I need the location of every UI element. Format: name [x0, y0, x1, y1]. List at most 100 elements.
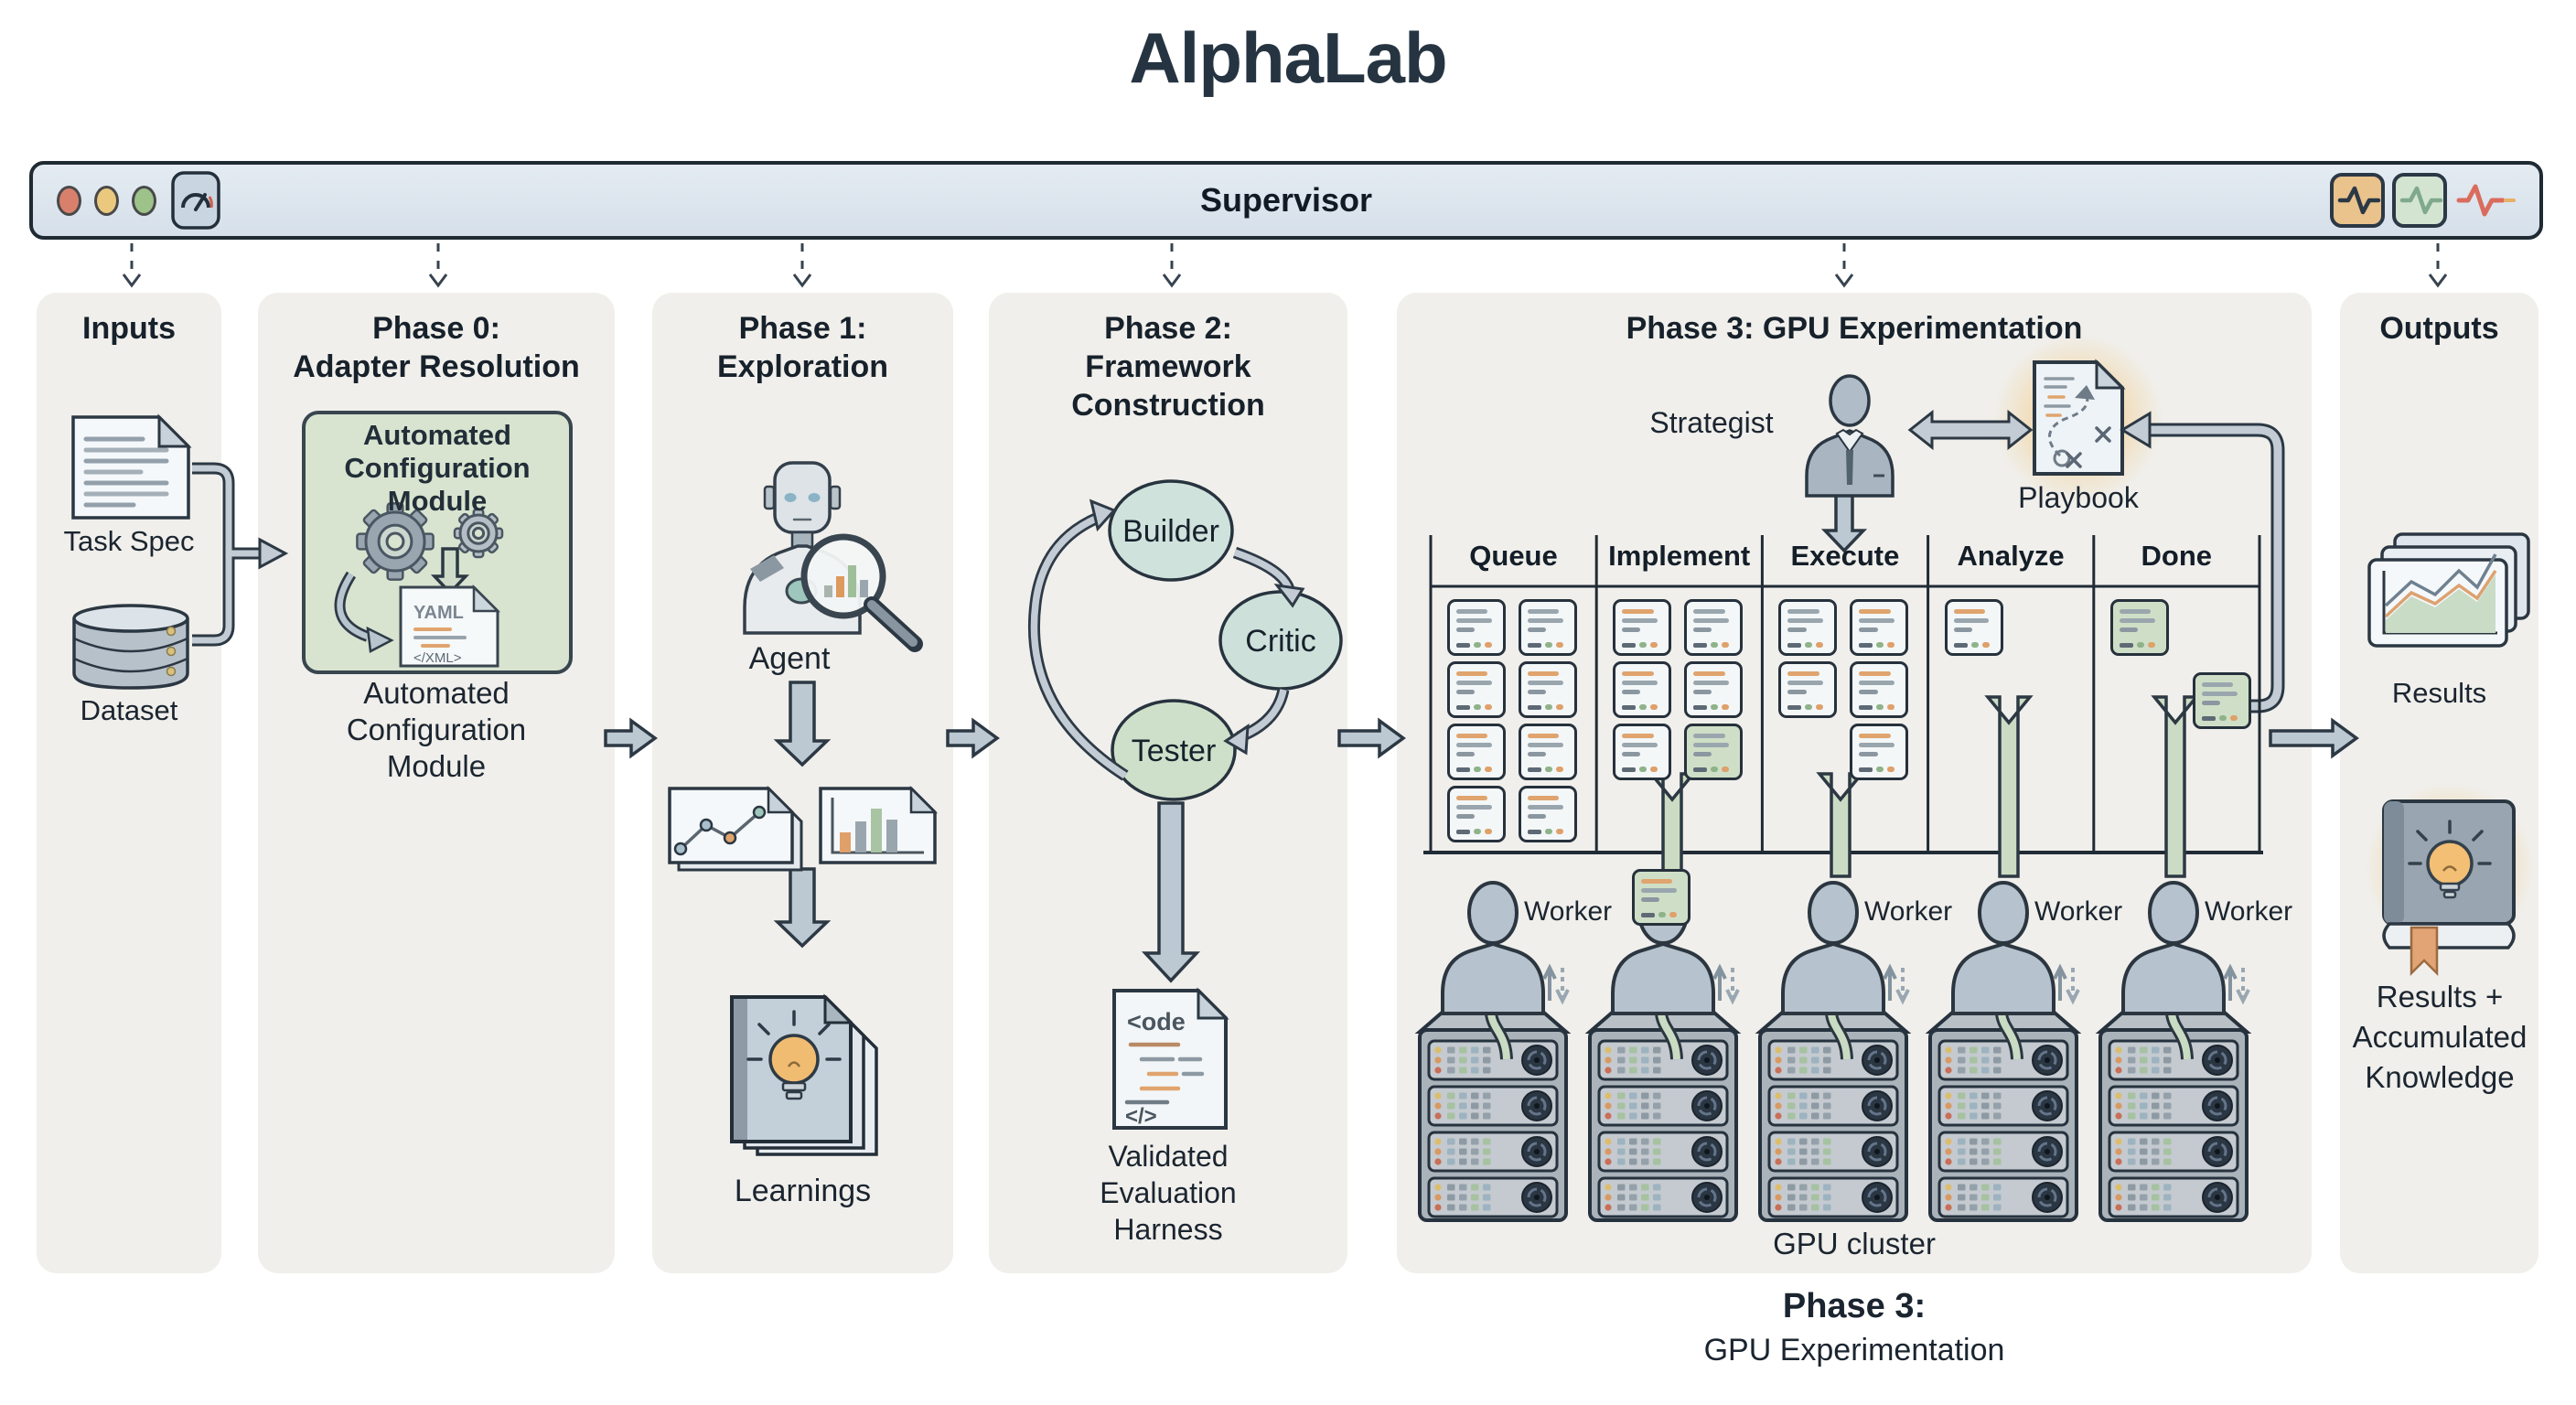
tester-label: Tester [1131, 734, 1217, 768]
lightbulb-icon [746, 1010, 842, 1100]
learnings-label: Learnings [734, 1174, 872, 1208]
worker-icon [2121, 881, 2250, 1060]
kanban-column-header-execute: Execute [1790, 540, 1900, 572]
window-controls [57, 165, 222, 236]
agent-label: Agent [748, 641, 831, 676]
module-box-title: Automated Configuration Module [344, 419, 531, 517]
pulse-green-icon[interactable] [2392, 173, 2447, 228]
kanban-card [1613, 661, 1672, 718]
kanban-up-arrows [1648, 695, 2200, 878]
kanban-card [1613, 599, 1672, 656]
phase3-title: Phase 3: GPU Experimentation [1626, 311, 2083, 346]
code-footer-text: </> [1125, 1104, 1157, 1129]
code-document-icon: <ode </> [1112, 987, 1229, 1130]
worker-label: Worker [2205, 896, 2293, 927]
zoom-window-button[interactable] [132, 185, 156, 216]
kanban-card [1850, 599, 1909, 656]
worker-label: Worker [1864, 896, 1953, 927]
lightbulb-icon [2408, 820, 2492, 899]
kanban-column-header-queue: Queue [1469, 540, 1558, 572]
kanban-column-header-analyze: Analyze [1957, 540, 2065, 572]
supervisor-bar: Supervisor [29, 161, 2543, 240]
knowledge-book-icon [2382, 799, 2516, 977]
kanban-card [1519, 599, 1577, 656]
phase1-title: Phase 1: Exploration [716, 311, 889, 384]
gauge-icon[interactable] [169, 170, 222, 231]
kanban-card [1850, 661, 1909, 718]
outputs-title: Outputs [2379, 311, 2499, 346]
gpu-cluster-label: GPU cluster [1773, 1227, 1936, 1260]
phase3-caption-title: Phase 3: [1782, 1287, 1927, 1325]
kanban-card [1850, 724, 1909, 780]
kanban-card [1778, 661, 1838, 718]
phase2-caption: Validated Evaluation Harness [1100, 1140, 1237, 1246]
kanban-card [1519, 661, 1577, 718]
gpu-cluster-towers [1414, 1006, 2252, 1222]
minimize-window-button[interactable] [94, 185, 119, 216]
yaml-document-icon: YAML </XML> [399, 584, 501, 668]
worker-label: Worker [2034, 896, 2123, 927]
flow-arrows [430, 490, 2359, 983]
xml-footer-text: </XML> [413, 650, 462, 666]
phase2-title: Phase 2: Framework Construction [1071, 311, 1265, 423]
playbook-label: Playbook [2018, 481, 2139, 514]
critic-label: Critic [1245, 624, 1316, 659]
kanban-card [1447, 661, 1506, 718]
results-label: Results [2391, 677, 2487, 709]
tester-node [1111, 699, 1237, 801]
kanban-card [1447, 786, 1506, 842]
kanban-card [1684, 599, 1744, 656]
worker-icon [1951, 881, 2080, 1060]
builder-label: Builder [1122, 514, 1219, 549]
workers [1441, 881, 2250, 1060]
curved-arrow-icon [334, 571, 394, 653]
yaml-header-text: YAML [413, 603, 464, 623]
kanban-card [1613, 724, 1672, 780]
worker-label: Worker [1524, 896, 1613, 927]
pulse-red-icon[interactable] [2456, 184, 2516, 217]
kanban-column-header-implement: Implement [1608, 540, 1751, 572]
kanban-card [1778, 599, 1838, 656]
supervisor-label: Supervisor [1199, 181, 1373, 219]
worker-icon [1441, 881, 1570, 1060]
supervisor-connectors [122, 243, 2448, 288]
dataset-database-icon [72, 604, 189, 690]
monitor-icons [2329, 165, 2523, 236]
gears-icon [356, 502, 504, 581]
kanban-card [1519, 786, 1577, 842]
inputs-merge-arrow [192, 462, 289, 647]
playbook-feedback-arrow [2120, 411, 2285, 713]
worker-carried-card [1632, 869, 1690, 926]
strategist-playbook-double-arrow [1907, 409, 2034, 451]
page-title: AlphaLab [1129, 17, 1447, 98]
knowledge-label: Results + Accumulated Knowledge [2352, 980, 2528, 1094]
strategist-label: Strategist [1649, 406, 1774, 439]
task-spec-document-icon [71, 413, 192, 520]
kanban-column-header-done: Done [2141, 540, 2213, 572]
code-header-text: <ode [1127, 1008, 1186, 1035]
bar-chart-document-icon [819, 785, 939, 864]
builder-critic-tester-cycle [1027, 479, 1343, 801]
results-charts-icon [2367, 532, 2530, 648]
kanban-card [2192, 672, 2251, 729]
builder-node [1108, 479, 1234, 582]
pulse-orange-icon[interactable] [2330, 173, 2385, 228]
kanban-card [1519, 724, 1577, 780]
inputs-title: Inputs [82, 311, 176, 346]
dataset-label: Dataset [80, 694, 178, 726]
scatter-plot-document-icon [668, 785, 803, 872]
kanban-card [1447, 724, 1506, 780]
phase0-title: Phase 0: Adapter Resolution [293, 311, 580, 384]
worker-icon [1781, 881, 1910, 1060]
phase0-caption: Automated Configuration Module [346, 676, 527, 783]
playbook-document-icon [2033, 359, 2126, 476]
task-spec-label: Task Spec [63, 525, 195, 557]
kanban-card [2109, 599, 2169, 656]
learnings-documents-icon [730, 993, 878, 1156]
kanban-card [1684, 661, 1744, 718]
kanban-card [1684, 724, 1744, 780]
agent-robot-icon [743, 461, 923, 652]
kanban-card [1447, 599, 1506, 656]
close-window-button[interactable] [57, 185, 81, 216]
